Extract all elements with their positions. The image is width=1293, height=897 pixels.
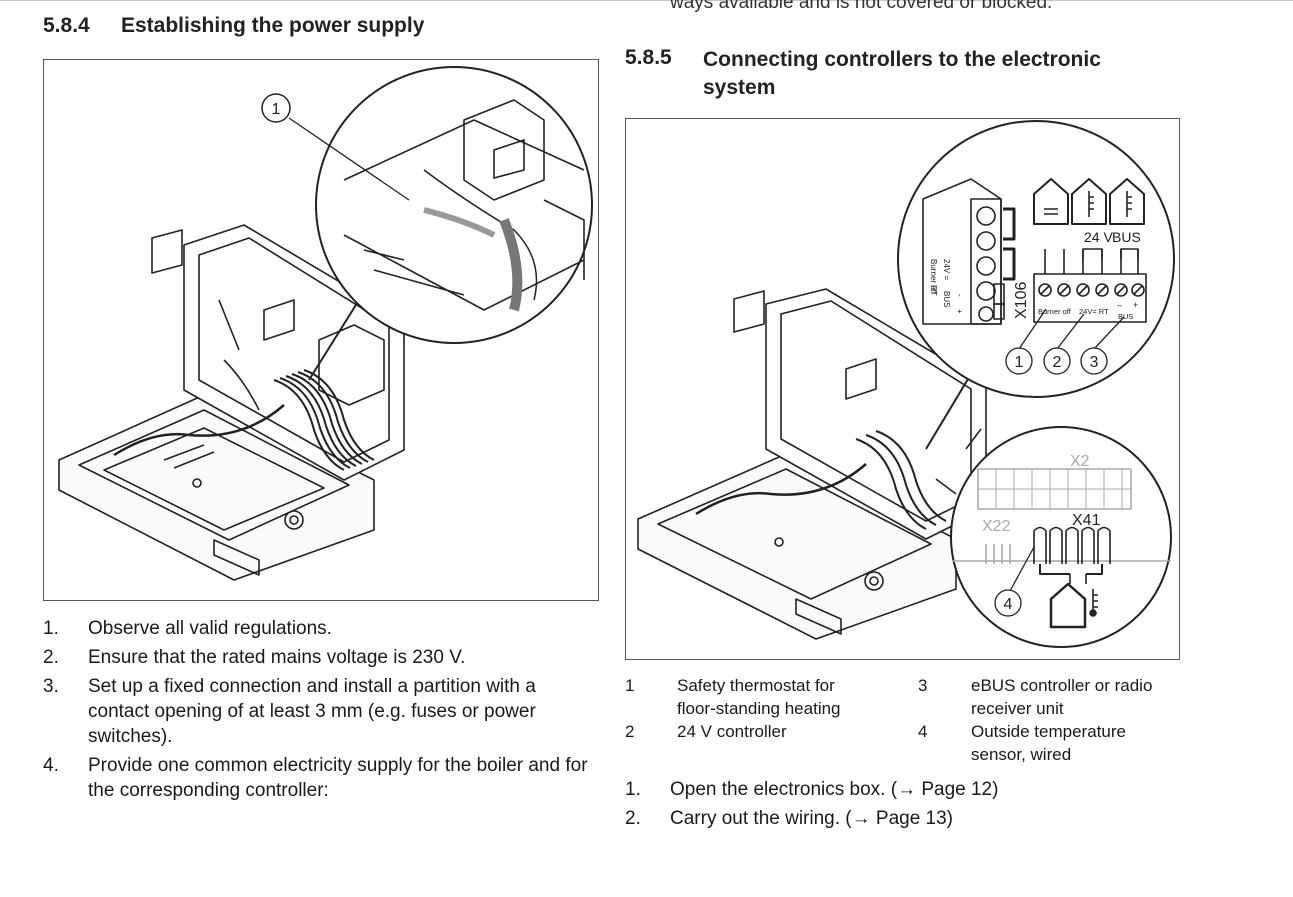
step-item: 3. Set up a fixed connection and install … (43, 674, 588, 749)
figure-legend: 1 Safety thermostat for 3 eBUS controlle… (625, 674, 1185, 766)
connector-x41-label: X41 (1072, 512, 1101, 529)
terminal-label-24v-rt: 24V= RT (1079, 307, 1109, 316)
section-number: 5.8.5 (625, 46, 672, 69)
legend-row-continuation: sensor, wired (625, 743, 1185, 766)
side-label-minus: - (955, 294, 964, 297)
step-item: 4. Provide one common electricity supply … (43, 753, 588, 803)
power-supply-steps: 1. Observe all valid regulations. 2. Ensur… (43, 616, 588, 807)
controller-wiring-illustration: 24 V BUS X106 Burner off RT 24V = BUS - … (637, 120, 1175, 648)
step-text: Observe all valid regulations. (88, 618, 332, 639)
legend-text: 24 V controller (677, 722, 787, 741)
power-supply-figure: 1 (43, 59, 599, 601)
section-number: 5.8.4 (43, 14, 90, 37)
legend-text: eBUS controller or radio (971, 676, 1153, 695)
side-label-bus: BUS (942, 291, 951, 307)
step-item: 2. Carry out the wiring. (→ Page 13) (625, 806, 1185, 831)
legend-text: Outside temperature (971, 722, 1126, 741)
step-item: 1. Open the electronics box. (→ Page 12) (625, 777, 1185, 802)
side-label-24v: 24V = (942, 259, 951, 280)
cut-off-paragraph: ways available and is not covered or blo… (670, 0, 1053, 13)
callout-3-label: 3 (1090, 354, 1099, 371)
legend-number: 3 (918, 676, 928, 695)
step-text: Open the electronics box. (→ Page 12) (670, 779, 999, 800)
voltage-label: 24 V (1084, 229, 1113, 245)
step-number: 3. (43, 676, 59, 697)
side-label-plus: + (955, 309, 964, 314)
legend-number: 1 (625, 676, 635, 695)
legend-text: Safety thermostat for (677, 676, 835, 695)
legend-text: floor-standing heating (677, 699, 841, 718)
legend-text: sensor, wired (971, 745, 1072, 764)
connector-x2-label: X2 (1070, 453, 1090, 470)
page-top-rule (0, 0, 1293, 1)
callout-1-label: 1 (1015, 354, 1024, 371)
legend-row: 1 Safety thermostat for 3 eBUS controlle… (625, 674, 1185, 697)
legend-number: 4 (918, 722, 928, 741)
legend-row-continuation: floor-standing heating receiver unit (625, 697, 1185, 720)
callout-1-marker (1005, 347, 1033, 375)
step-number: 1. (625, 779, 641, 800)
step-text: Provide one common electricity supply fo… (88, 755, 588, 801)
step-item: 2. Ensure that the rated mains voltage is… (43, 645, 588, 670)
side-label-rt: RT (929, 285, 938, 296)
section-heading-controllers: 5.8.5 Connecting controllers to the elect… (625, 46, 1185, 102)
terminal-label-bus: BUS (1118, 312, 1133, 321)
section-heading-power-supply: 5.8.4 Establishing the power supply (43, 14, 424, 38)
side-label-burner: Burner off (929, 259, 938, 295)
step-number: 2. (43, 647, 59, 668)
legend-row: 2 24 V controller 4 Outside temperature (625, 720, 1185, 743)
terminal-minus: – (1117, 300, 1122, 310)
controllers-figure: 24 V BUS X106 Burner off RT 24V = BUS - … (625, 118, 1180, 660)
callout-1-marker (261, 93, 291, 123)
callout-2-label: 2 (1053, 354, 1062, 371)
step-number: 1. (43, 618, 59, 639)
connector-x106-label: X106 (1013, 282, 1030, 319)
legend-text: receiver unit (971, 699, 1064, 718)
step-text: Ensure that the rated mains voltage is 2… (88, 647, 466, 668)
step-item: 1. Observe all valid regulations. (43, 616, 588, 641)
step-number: 2. (625, 808, 641, 829)
legend-number: 2 (625, 722, 635, 741)
step-text: Carry out the wiring. (→ Page 13) (670, 808, 954, 829)
terminal-plus: + (1133, 300, 1138, 310)
section-title: Connecting controllers to the electronic… (703, 48, 1101, 99)
step-text: Set up a fixed connection and install a … (88, 676, 536, 747)
callout-4-marker (994, 589, 1022, 617)
callout-4-label: 4 (1004, 596, 1013, 613)
callout-3-marker (1080, 347, 1108, 375)
controller-steps: 1.Open the electronics box. (→ Page 12) … (625, 777, 1185, 835)
terminal-label-burner: Burner off (1038, 307, 1072, 316)
callout-2-marker (1043, 347, 1071, 375)
connector-x22-label: X22 (982, 518, 1011, 535)
callout-1-label: 1 (272, 101, 281, 118)
bus-label: BUS (1112, 229, 1141, 245)
electronics-box-illustration: 1 (58, 66, 593, 581)
step-number: 4. (43, 755, 59, 776)
section-title: Establishing the power supply (121, 14, 425, 37)
